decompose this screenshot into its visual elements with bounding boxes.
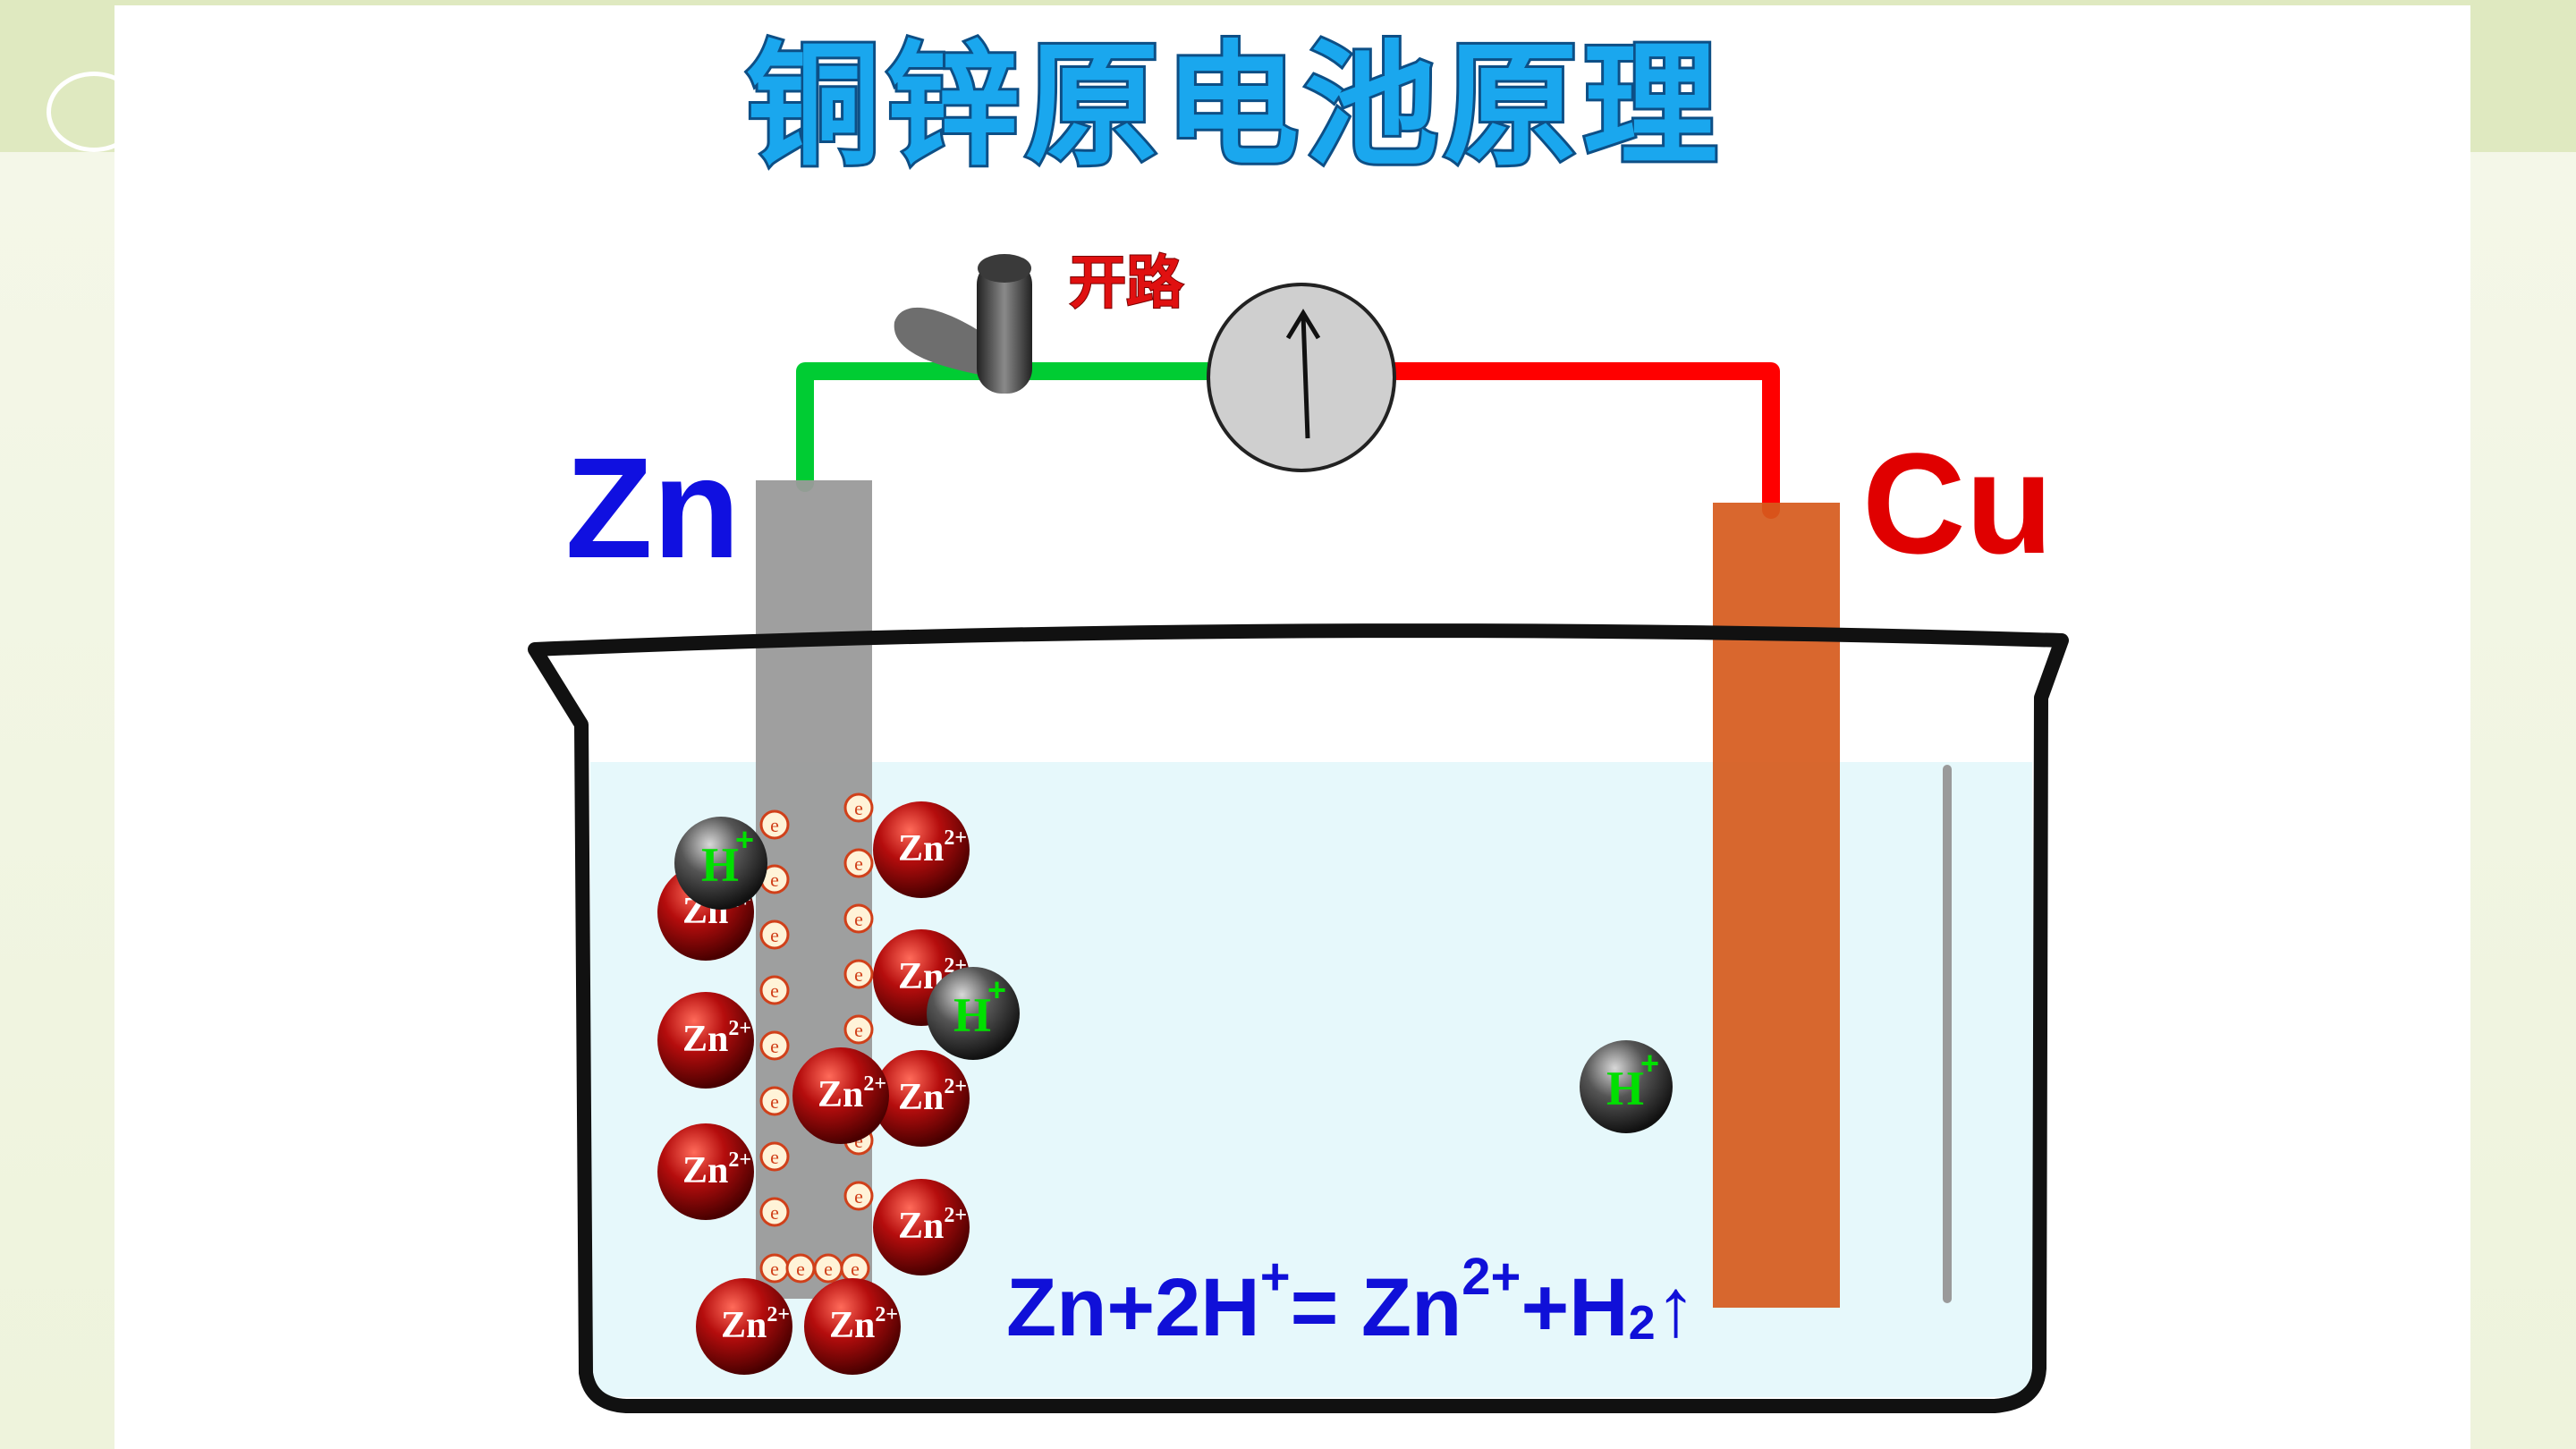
equation-sub-3: 2 — [1629, 1296, 1656, 1350]
svg-text:e: e — [854, 908, 863, 930]
electron: e — [759, 1197, 790, 1227]
switch-state-label: 开路 — [1069, 250, 1184, 317]
electron: e — [759, 1086, 790, 1116]
svg-text:+: + — [987, 971, 1006, 1008]
svg-text:e: e — [770, 979, 779, 1002]
electron: e — [843, 848, 874, 878]
electron: e — [813, 1253, 843, 1284]
diagram-title: 铜锌原电池原理 — [746, 29, 1723, 184]
equation-arrow: ↑ — [1656, 1262, 1697, 1353]
electron: e — [785, 1253, 816, 1284]
electron: e — [759, 919, 790, 950]
svg-text:+: + — [735, 821, 754, 858]
wire-zinc-side — [796, 362, 1221, 492]
copper-plate — [1713, 503, 1840, 1308]
electron: e — [759, 1253, 790, 1284]
zinc-ion: Zn2+ — [804, 1278, 901, 1375]
svg-text:H: H — [1606, 1062, 1644, 1115]
hydrogen-ion: H+ — [674, 817, 767, 910]
svg-text:Zn2+: Zn2+ — [682, 1148, 751, 1191]
svg-text:e: e — [854, 852, 863, 875]
svg-text:e: e — [770, 1146, 779, 1168]
svg-text:+: + — [1640, 1045, 1659, 1081]
hydrogen-ions: H+H+H+ — [674, 817, 1673, 1133]
equation-part-1: Zn+2H — [1006, 1262, 1260, 1353]
svg-text:e: e — [770, 814, 779, 836]
svg-text:e: e — [854, 1185, 863, 1208]
reaction-equation: Zn+2H+= Zn2++H2↑ — [1006, 1248, 1697, 1353]
galvanometer-arrow-icon — [1285, 309, 1321, 340]
svg-text:e: e — [824, 1258, 833, 1280]
hydrogen-ion: H+ — [1580, 1040, 1673, 1133]
svg-text:e: e — [770, 1201, 779, 1224]
galvanometer — [1207, 283, 1396, 472]
switch[interactable] — [894, 254, 1032, 394]
switch-lever-base — [894, 307, 993, 376]
zinc-label: Zn — [565, 428, 740, 588]
zinc-ion: Zn2+ — [657, 992, 754, 1089]
electron: e — [843, 903, 874, 934]
svg-text:e: e — [770, 869, 779, 891]
electron: e — [759, 1030, 790, 1061]
electron: e — [843, 792, 874, 823]
electron: e — [843, 1014, 874, 1045]
svg-text:e: e — [770, 1090, 779, 1113]
galvanometer-dial — [1207, 283, 1396, 472]
beaker — [528, 623, 2069, 1413]
equation-part-3: +H — [1521, 1262, 1628, 1353]
electron: e — [759, 975, 790, 1005]
svg-text:e: e — [796, 1258, 805, 1280]
svg-text:e: e — [770, 1035, 779, 1057]
electron: e — [759, 1141, 790, 1172]
svg-text:e: e — [854, 797, 863, 819]
equation-sup-2: 2+ — [1462, 1248, 1521, 1306]
wire-copper-side — [1382, 362, 1780, 519]
electron: e — [759, 809, 790, 840]
svg-text:e: e — [854, 1019, 863, 1041]
zinc-ion: Zn2+ — [792, 1047, 889, 1144]
switch-handle — [977, 259, 1032, 394]
svg-text:e: e — [770, 1258, 779, 1280]
svg-text:e: e — [854, 963, 863, 986]
equation-part-2: = Zn — [1291, 1262, 1462, 1353]
svg-text:H: H — [701, 838, 739, 892]
zinc-ion: Zn2+ — [873, 1179, 970, 1275]
svg-text:Zn2+: Zn2+ — [829, 1303, 898, 1346]
equation-sup-1: + — [1260, 1248, 1291, 1306]
electron: e — [843, 959, 874, 989]
hydrogen-ion: H+ — [927, 967, 1020, 1060]
zinc-ions: Zn2+Zn2+Zn2+Zn2+Zn2+Zn2+Zn2+Zn2+Zn2+Zn2+ — [657, 801, 970, 1375]
zinc-ion: Zn2+ — [873, 1050, 970, 1147]
diagram-panel: 铜锌原电池原理 开路 Zn Cu eeeeeeeeeeeeeeeeeeee Zn… — [114, 5, 2470, 1449]
electron: e — [843, 1181, 874, 1211]
copper-label: Cu — [1862, 423, 2053, 583]
zinc-ion: Zn2+ — [696, 1278, 792, 1375]
galvanometer-needle — [1301, 314, 1310, 439]
electron: e — [840, 1253, 870, 1284]
svg-text:e: e — [770, 924, 779, 946]
electron: e — [759, 864, 790, 894]
galvanic-cell-diagram: 铜锌原电池原理 开路 Zn Cu eeeeeeeeeeeeeeeeeeee Zn… — [528, 26, 2069, 1413]
svg-text:e: e — [851, 1258, 860, 1280]
switch-handle-top — [978, 254, 1031, 283]
svg-text:H: H — [953, 988, 991, 1042]
svg-text:e: e — [854, 1130, 863, 1152]
zinc-ion: Zn2+ — [873, 801, 970, 898]
zinc-ion: Zn2+ — [657, 1123, 754, 1220]
